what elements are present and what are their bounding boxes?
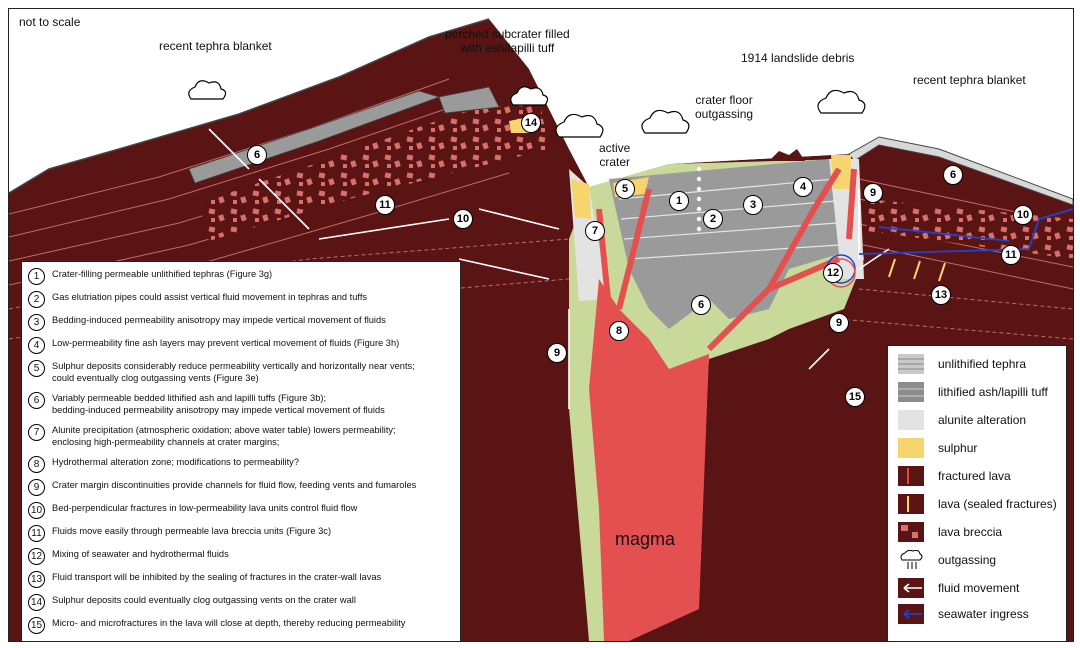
legend-lava-breccia: lava breccia: [898, 522, 1068, 544]
legend-seawater: seawater ingress: [898, 604, 1068, 626]
diagram-frame: not to scale recent tephra blanket perch…: [8, 8, 1074, 642]
marker-6-left: 6: [247, 145, 267, 165]
marker-7: 7: [585, 221, 605, 241]
label-landslide: 1914 landslide debris: [741, 51, 854, 65]
scale-note: not to scale: [19, 15, 80, 29]
marker-12: 12: [823, 263, 843, 283]
label-tephra-left: recent tephra blanket: [159, 39, 272, 53]
label-subcrater: perched subcrater filled with ash/lapill…: [445, 27, 570, 55]
legend-fluid-movement: fluid movement: [898, 578, 1068, 600]
legend-sulphur: sulphur: [898, 438, 1068, 460]
marker-6-right: 6: [943, 165, 963, 185]
label-tephra-right: recent tephra blanket: [913, 73, 1026, 87]
legend-lithified-tuff: lithified ash/lapilli tuff: [898, 382, 1068, 404]
marker-14: 14: [521, 113, 541, 133]
arrow-left-icon: [898, 578, 924, 598]
marker-11-left: 11: [375, 195, 395, 215]
marker-10-right: 10: [1013, 205, 1033, 225]
marker-8: 8: [609, 321, 629, 341]
marker-13: 13: [931, 285, 951, 305]
marker-11-right: 11: [1001, 245, 1021, 265]
marker-4: 4: [793, 177, 813, 197]
marker-3: 3: [743, 195, 763, 215]
label-crater-floor: crater floor outgassing: [695, 93, 753, 121]
marker-15: 15: [845, 387, 865, 407]
legend-unlithified-tephra: unlithified tephra: [898, 354, 1068, 376]
marker-2: 2: [703, 209, 723, 229]
marker-9-right: 9: [863, 183, 883, 203]
legend-panel: unlithified tephra lithified ash/lapilli…: [887, 345, 1067, 642]
arrow-left-blue-icon: [898, 604, 924, 624]
marker-1: 1: [669, 191, 689, 211]
outgassing-icon: [898, 550, 924, 570]
label-magma: magma: [615, 529, 675, 550]
marker-10-left: 10: [453, 209, 473, 229]
marker-9-mid: 9: [829, 313, 849, 333]
marker-9-left: 9: [547, 343, 567, 363]
legend-sealed-lava: lava (sealed fractures): [898, 494, 1068, 516]
legend-fractured-lava: fractured lava: [898, 466, 1068, 488]
legend-outgassing: outgassing: [898, 550, 1068, 572]
marker-6-crater: 6: [691, 295, 711, 315]
marker-5: 5: [615, 179, 635, 199]
legend-alunite: alunite alteration: [898, 410, 1068, 432]
label-active-crater: active crater: [599, 141, 630, 169]
